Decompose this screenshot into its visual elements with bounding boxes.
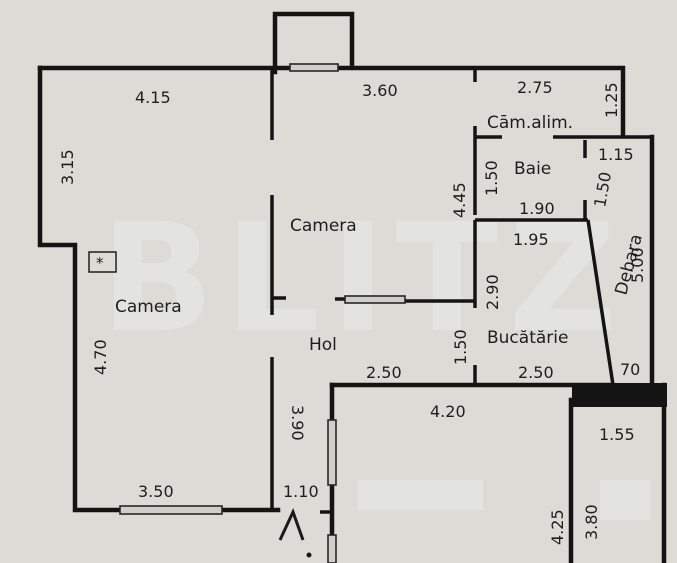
vent-icon: * xyxy=(88,251,117,273)
dim-baie-height: 1.50 xyxy=(482,160,501,196)
dim-hol-wall: 3.90 xyxy=(288,405,307,441)
dim-camara-height: 1.25 xyxy=(602,82,621,118)
dim-lower-room-width: 4.20 xyxy=(430,402,466,421)
room-label-camera-left: Camera xyxy=(115,297,182,317)
dim-balcony-width: 1.55 xyxy=(599,425,635,444)
room-label-hol: Hol xyxy=(309,335,337,355)
dim-camera-left-height-lower: 4.70 xyxy=(91,339,110,375)
dim-balcony-height: 3.80 xyxy=(582,504,601,540)
window-lower-left-1 xyxy=(327,419,337,486)
window-lower-left-2 xyxy=(327,534,337,563)
dim-camera-left-bottom: 3.50 xyxy=(138,482,174,501)
dim-bucatarie-width: 1.95 xyxy=(513,230,549,249)
svg-text:*: * xyxy=(96,254,104,272)
dim-debara-top: 1.15 xyxy=(598,145,634,164)
dim-baie-width: 1.90 xyxy=(519,199,555,218)
window-interior xyxy=(344,295,406,304)
windows xyxy=(119,63,406,563)
room-label-camera-center: Camera xyxy=(290,216,357,236)
walls xyxy=(37,11,667,563)
redacted-patch-2 xyxy=(600,480,650,520)
entrance-arrow-icon xyxy=(278,508,312,558)
dim-camera-left-top: 4.15 xyxy=(135,88,171,107)
dim-camera-left-height-top: 3.15 xyxy=(58,149,77,185)
dim-debara-bottom: 70 xyxy=(620,360,640,379)
dim-camera-center-top: 3.60 xyxy=(362,81,398,100)
redacted-patch xyxy=(358,480,483,510)
dim-debara-length: 5.00 xyxy=(628,247,647,283)
room-label-camara: Cām.alim. xyxy=(487,113,573,133)
dim-camara-width: 2.75 xyxy=(517,78,553,97)
dim-entrance: 1.10 xyxy=(283,482,319,501)
dim-bucatarie-bottom: 2.50 xyxy=(518,363,554,382)
dim-hol-bottom: 2.50 xyxy=(366,363,402,382)
room-label-baie: Baie xyxy=(514,159,551,179)
dim-hol-side: 1.50 xyxy=(451,329,470,365)
dim-bucatarie-height: 2.90 xyxy=(483,274,502,310)
dim-lower-room-height: 4.25 xyxy=(548,509,567,545)
room-label-bucatarie: Bucătărie xyxy=(487,328,568,348)
dim-camera-center-height: 4.45 xyxy=(450,182,469,218)
window-bottom-left xyxy=(119,505,223,515)
window-top xyxy=(289,63,339,72)
structural-beam xyxy=(572,383,667,407)
